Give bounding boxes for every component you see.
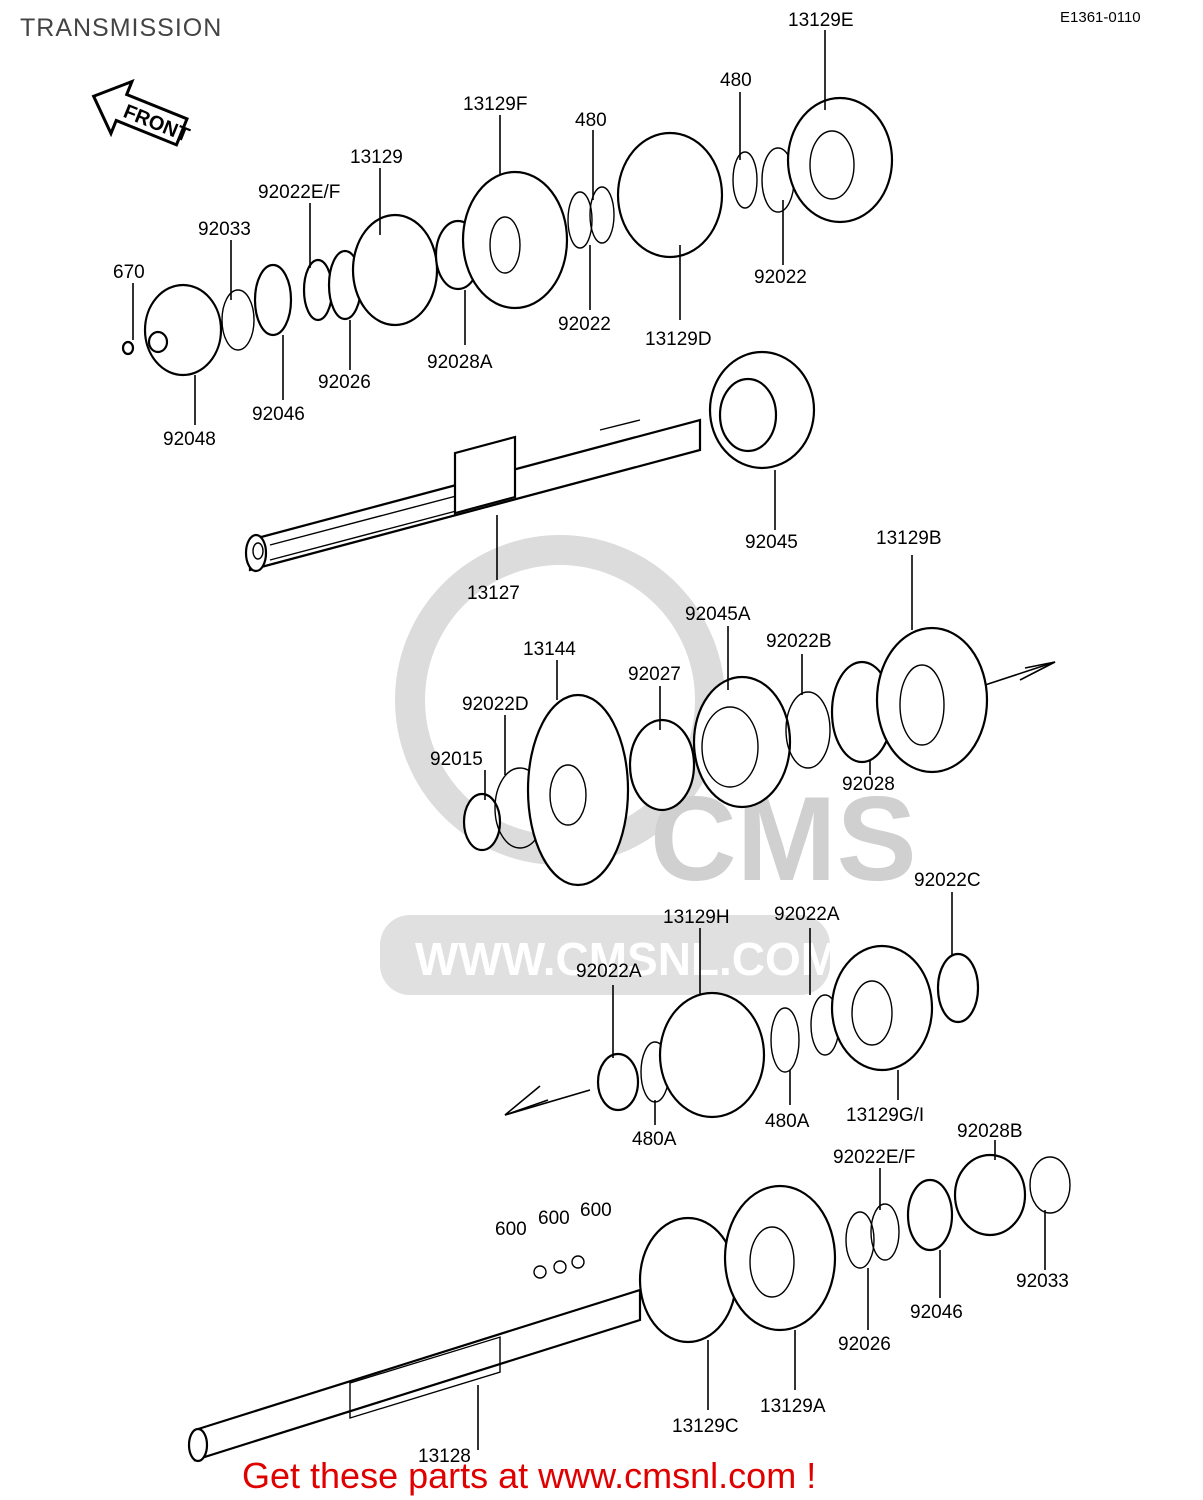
callout-label: 92033 [1016,1271,1069,1292]
callout-label: 92022 [558,314,611,335]
callout-label: 600 [538,1208,570,1229]
callout-label: 92026 [318,372,371,393]
page-title: TRANSMISSION [20,14,223,42]
callout-label: 92028B [957,1121,1023,1142]
input-shaft [244,418,702,573]
lower-gear-stack [504,944,980,1119]
callout-label: 480A [765,1111,810,1132]
callout-label: 13129D [645,329,712,350]
callout-label: 13129E [788,10,854,31]
bearing-92045 [708,350,816,470]
promo-link[interactable]: Get these parts at www.cmsnl.com ! [242,1455,817,1496]
callout-label: 92027 [628,664,681,685]
callout-label: 92046 [252,404,305,425]
callout-label: 92022A [774,904,840,925]
leader-lines [132,30,1046,1450]
callout-label: 92046 [910,1302,963,1323]
callout-label: 92045 [745,532,798,553]
callout-label: 13129B [876,528,942,549]
callout-label: 92045A [685,604,751,625]
callout-label: 92048 [163,429,216,450]
callout-label: 480 [720,70,752,91]
upper-gear-stack [121,96,894,377]
callout-label: 13129H [663,907,730,928]
callout-label: 13129G/I [846,1105,924,1126]
callout-label: 13128 [418,1446,471,1467]
callout-label: 92022D [462,694,529,715]
callout-label: 92026 [838,1334,891,1355]
output-shaft [187,1153,1071,1463]
callout-label: 600 [580,1200,612,1221]
callout-label: 92022C [914,870,981,891]
callout-label: 13129A [760,1396,826,1417]
callout-label: 92022E/F [833,1147,915,1168]
watermark-url: WWW.CMSNL.COM [415,933,839,985]
callout-label: 92022 [754,267,807,288]
watermark-logo: CMS [650,772,917,906]
callout-label: 13129 [350,147,403,168]
front-arrow: FRONT [91,78,192,147]
callout-label: 480 [575,110,607,131]
callout-label: 13144 [523,639,576,660]
diagram-code: E1361-0110 [1060,9,1141,26]
callout-label: 92015 [430,749,483,770]
callout-label: 13129C [672,1416,739,1437]
callout-label: 92028A [427,352,493,373]
callout-label: 600 [495,1219,527,1240]
callout-label: 92022A [576,961,642,982]
callout-label: 480A [632,1129,677,1150]
callout-label: 92028 [842,774,895,795]
callout-label: 92022E/F [258,182,340,203]
callout-label: 13129F [463,94,527,115]
middle-sprocket-stack [462,626,1056,887]
callout-label: 92033 [198,219,251,240]
callout-label: 13127 [467,583,520,604]
callout-label: 670 [113,262,145,283]
callout-label: 92022B [766,631,832,652]
callout-labels: 13129E 480 13129F 480 13129 92022E/F 920… [113,10,1069,1467]
